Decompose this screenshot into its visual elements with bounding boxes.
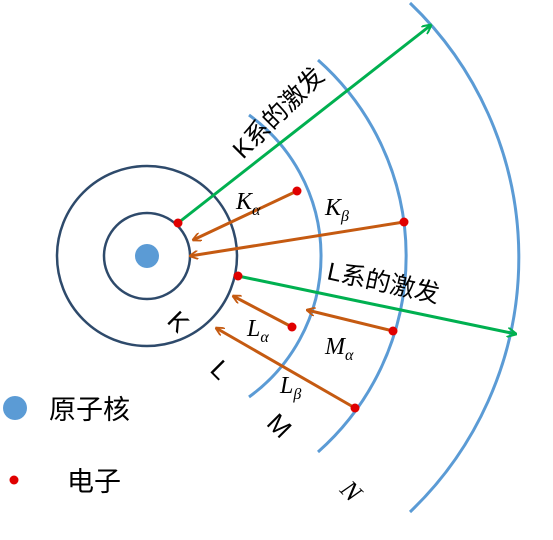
m-shell-arc: [248, 113, 323, 399]
k-series-excitation-label: K系的激发: [227, 62, 329, 164]
electron-n-lower: [350, 403, 360, 413]
k-excitation-arrow: [177, 25, 431, 225]
electron-l-upper: [292, 186, 302, 196]
electron-m-lower: [287, 322, 297, 332]
m-alpha-label: Mα: [324, 334, 354, 364]
electron-l-excited: [233, 271, 243, 281]
l-beta-label: Lβ: [279, 373, 301, 403]
n-shell-arc: [317, 58, 408, 454]
k-beta-arrow: [190, 220, 405, 256]
outer-shell-arc: [408, 1, 521, 514]
legend-electron-label: 电子: [67, 467, 121, 497]
l-excitation-arrow: [237, 274, 516, 334]
electron-k: [173, 218, 183, 228]
m-alpha-arrow: [307, 310, 394, 333]
l-alpha-label: Lα: [246, 316, 269, 346]
legend-nucleus-label: 原子核: [49, 395, 130, 425]
l-alpha-arrow: [233, 296, 293, 329]
legend-electron-icon: [9, 475, 19, 485]
m-shell-label: M: [261, 407, 298, 444]
k-alpha-label: Kα: [235, 189, 261, 219]
l-shell-label: L: [205, 354, 236, 385]
electron-n-mid: [388, 326, 398, 336]
nucleus: [135, 244, 159, 268]
legend-nucleus-icon: [3, 396, 27, 420]
k-alpha-arrow: [193, 189, 298, 240]
electron-m-upper: [399, 217, 409, 227]
l-beta-arrow: [216, 328, 356, 410]
l-shell-circle: [55, 164, 239, 348]
l-series-excitation-label: L系的激发: [325, 257, 442, 308]
n-shell-label: N: [334, 474, 369, 509]
k-beta-label: Kβ: [324, 195, 349, 225]
